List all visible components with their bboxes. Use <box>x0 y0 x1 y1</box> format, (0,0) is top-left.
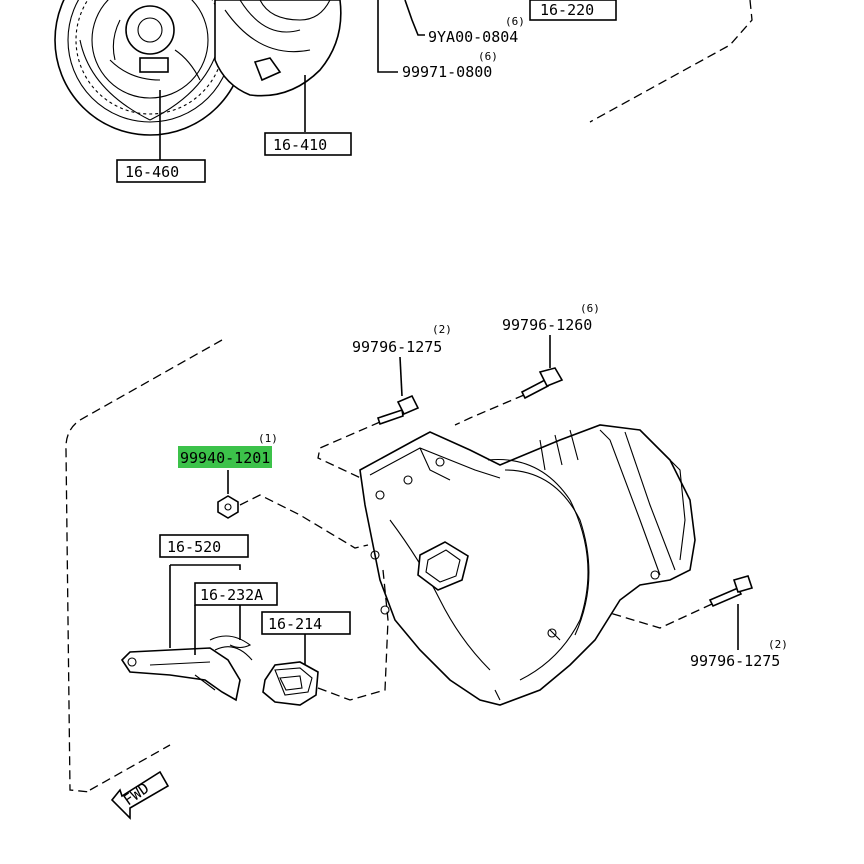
label-16-220[interactable]: 16-220 <box>529 0 617 21</box>
label-16-520-text: 16-520 <box>167 538 221 556</box>
label-9ya00-0804[interactable]: 9YA00-0804 <box>428 28 518 46</box>
qty-99796-1260: (6) <box>580 302 600 315</box>
label-16-410[interactable]: 16-410 <box>264 132 352 156</box>
label-16-460-text: 16-460 <box>125 163 179 181</box>
release-bearing-drawing <box>262 661 319 706</box>
qty-99971: (6) <box>478 50 498 63</box>
label-99940-1201-text: 99940-1201 <box>180 449 270 467</box>
qty-99796-1275-top: (2) <box>432 323 452 336</box>
qty-99940-1201: (1) <box>258 432 278 445</box>
label-99971-0800[interactable]: 99971-0800 <box>402 63 492 81</box>
release-fork-drawing <box>120 647 241 702</box>
label-16-232a[interactable]: 16-232A <box>194 582 278 606</box>
highlight-99940-1201 <box>178 446 272 468</box>
nut-99940-1201 <box>217 495 239 519</box>
label-16-410-text: 16-410 <box>273 136 327 154</box>
label-16-220-text: 16-220 <box>540 1 594 19</box>
pressure-plate-drawing <box>214 0 342 97</box>
label-16-232a-text: 16-232A <box>200 586 263 604</box>
qty-9ya00: (6) <box>505 15 525 28</box>
clutch-disc-drawing <box>54 0 246 136</box>
fwd-arrow-icon: FWD <box>110 770 170 820</box>
label-16-214-text: 16-214 <box>268 615 322 633</box>
label-16-214[interactable]: 16-214 <box>261 611 351 635</box>
bolt-99796-1275-bottom <box>708 575 754 608</box>
bolt-99796-1260 <box>520 367 564 400</box>
label-16-520[interactable]: 16-520 <box>159 534 249 558</box>
label-99796-1275-top[interactable]: 99796-1275 <box>352 338 442 356</box>
label-99796-1260[interactable]: 99796-1260 <box>502 316 592 334</box>
label-99940-1201[interactable]: 99940-1201 <box>178 446 272 468</box>
label-99796-1275-bottom[interactable]: 99796-1275 <box>690 652 780 670</box>
label-16-460[interactable]: 16-460 <box>116 159 206 183</box>
bolt-99796-1275-top <box>376 394 420 426</box>
transmission-housing-drawing <box>359 424 696 706</box>
spring-clip-drawing <box>209 635 253 661</box>
qty-99796-1275-bottom: (2) <box>768 638 788 651</box>
